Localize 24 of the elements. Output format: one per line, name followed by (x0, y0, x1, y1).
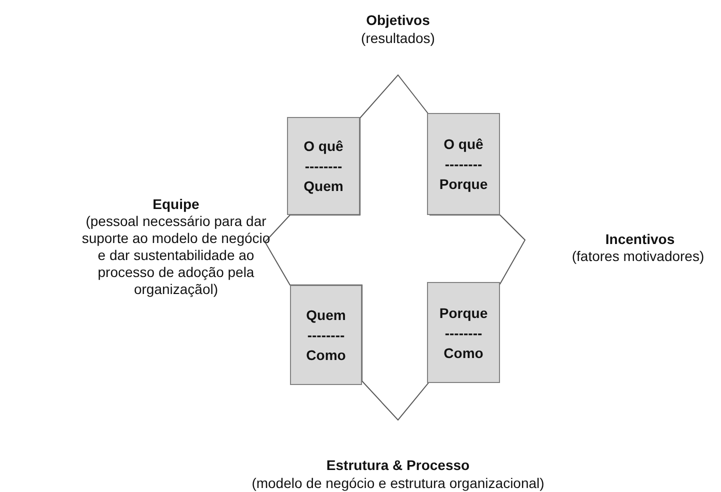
heading-text: Equipe (152, 196, 200, 213)
description-text: (pessoal necessário para dar suporte ao modelo de negócio e dar sustentabilidade ao processo de adoção pela organizaçãol) (80, 213, 272, 298)
box-text: Quem (306, 306, 346, 325)
separator-text: -------- (307, 326, 345, 345)
heading-text: Estrutura & Processo (325, 457, 471, 474)
quadrant-box (427, 113, 500, 215)
box-text: Como (444, 344, 484, 362)
quadrant-box (290, 285, 362, 385)
separator-text: -------- (304, 157, 342, 176)
description-text: (modelo de negócio e estrutura organizacional) (250, 475, 546, 492)
description-text: (resultados) (360, 30, 436, 47)
heading-text: Objetivos (365, 12, 431, 29)
box-text: O quê (304, 137, 344, 156)
box-text: O quê (444, 135, 484, 154)
box-text: Porque (439, 175, 488, 194)
separator-text: -------- (444, 155, 482, 174)
quadrant-box (427, 282, 500, 383)
box-text: Como (306, 346, 346, 365)
box-text: Quem (304, 177, 344, 196)
description-text: (fatores motivadores) (570, 248, 706, 265)
quadrant-box (287, 117, 360, 215)
separator-text: -------- (444, 324, 482, 342)
heading-text: Incentivos (604, 231, 676, 248)
box-text: Porque (439, 304, 488, 322)
